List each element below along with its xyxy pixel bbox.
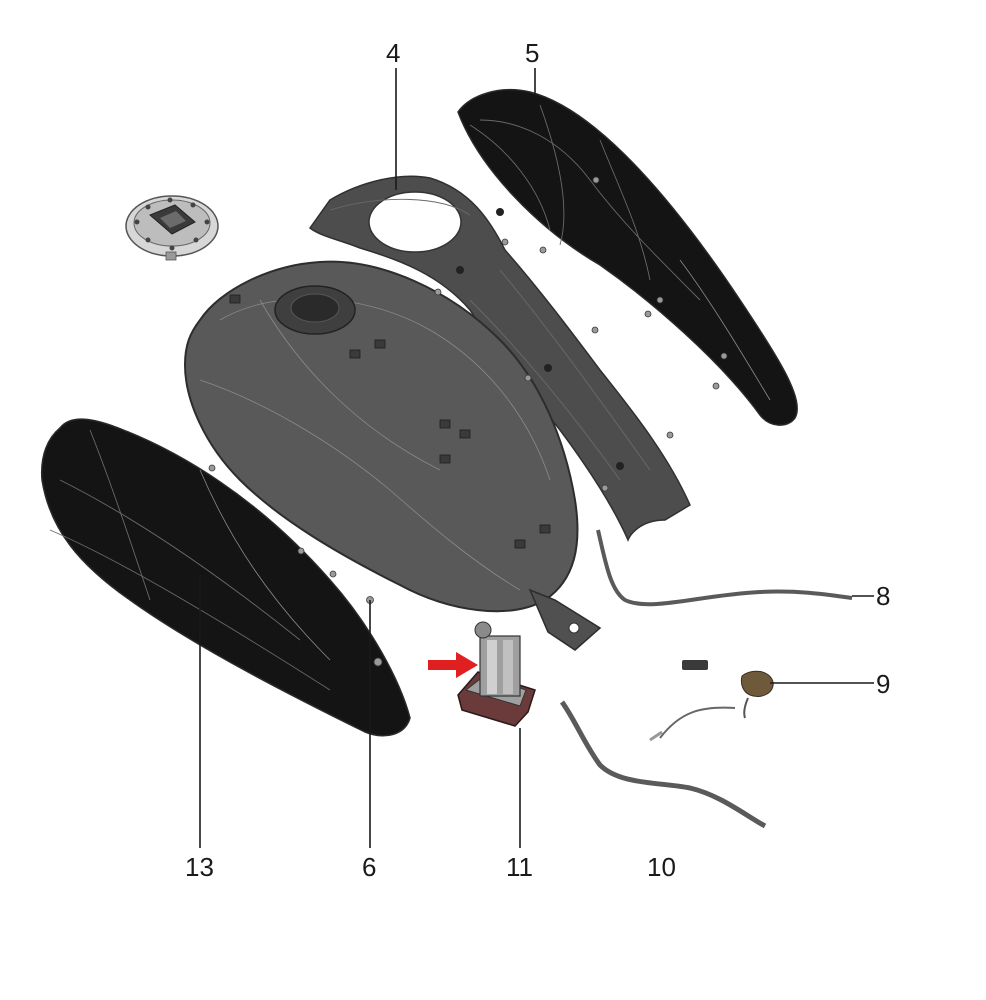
tank-console-bracket xyxy=(308,175,691,542)
vent-hose xyxy=(596,529,853,607)
callout-9: 9 xyxy=(876,669,890,699)
fuel-cap-icon xyxy=(125,195,219,261)
leader-lines xyxy=(199,68,874,848)
callout-labels: 4 5 8 9 13 6 11 10 xyxy=(185,38,890,882)
fuel-line xyxy=(559,700,767,829)
callout-13: 13 xyxy=(185,852,214,882)
fuel-level-sensor xyxy=(649,660,774,742)
callout-4: 4 xyxy=(386,38,400,68)
callout-8: 8 xyxy=(876,581,890,611)
highlight-arrow xyxy=(428,652,478,678)
callout-6: 6 xyxy=(362,852,376,882)
fuel-tank-icon xyxy=(183,260,602,651)
right-side-cover xyxy=(457,89,798,426)
callout-5: 5 xyxy=(525,38,539,68)
callout-11: 11 xyxy=(506,852,533,882)
left-side-cover xyxy=(40,418,411,737)
callout-10: 10 xyxy=(647,852,676,882)
fuel-pump xyxy=(457,621,536,727)
